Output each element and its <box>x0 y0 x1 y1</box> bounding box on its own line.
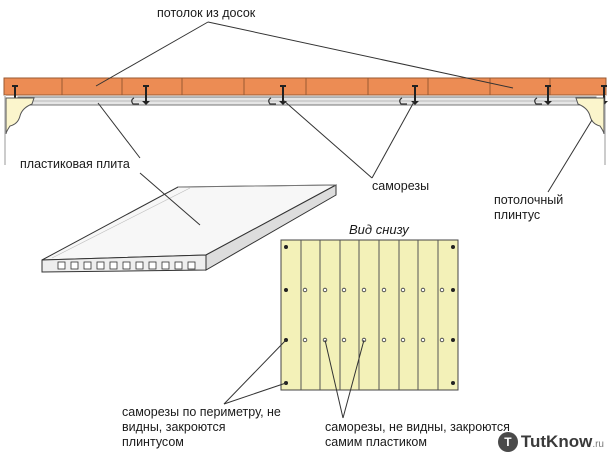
wall-left <box>4 95 6 165</box>
label-perimeter-screws: саморезы по периметру, не видны, закроют… <box>122 405 281 449</box>
label-ceiling-molding: потолочный плинтус <box>494 193 564 222</box>
clip-hooks <box>131 97 542 105</box>
watermark-text: TutKnow.ru <box>520 432 604 451</box>
bottom-view-grid <box>280 239 459 391</box>
molding-profile-icon <box>575 97 605 135</box>
label-plastic-panel: пластиковая плита <box>20 157 130 171</box>
leader-lines <box>95 21 593 419</box>
label-bottom-view: Вид снизу <box>349 222 409 237</box>
ceiling-boards-strip <box>3 77 607 96</box>
watermark-logo: T TutKnow.ru <box>497 432 604 452</box>
label-ceiling-boards: потолок из досок <box>157 6 256 20</box>
molding-profile-icon <box>5 97 35 135</box>
label-hidden-screws: саморезы, не видны, закроются самим плас… <box>325 420 510 449</box>
tutknow-logo-icon: T <box>497 432 518 452</box>
label-screws: саморезы <box>372 179 430 193</box>
wall-right <box>604 95 606 165</box>
plastic-panel-3d <box>41 184 337 273</box>
